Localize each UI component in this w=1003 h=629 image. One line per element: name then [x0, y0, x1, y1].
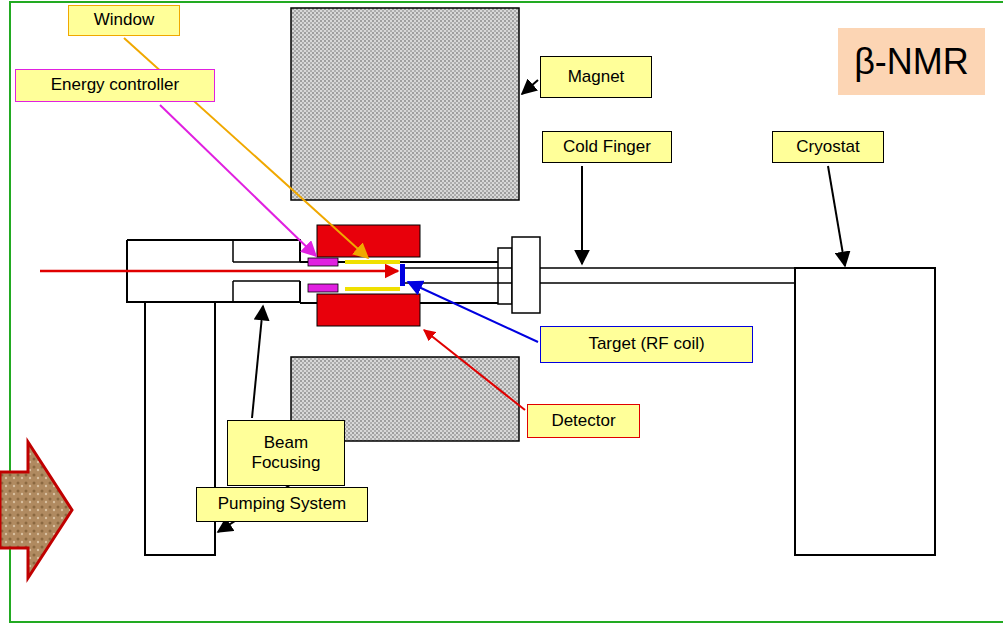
leader-line: [160, 105, 316, 256]
window-foil: [345, 287, 400, 291]
leader-line: [522, 80, 538, 94]
label-box: Energy controller: [15, 69, 215, 102]
label-text: Magnet: [568, 67, 625, 87]
leader-line: [828, 166, 845, 266]
label-text: Detector: [551, 411, 615, 431]
label-box: Cold Finger: [542, 131, 672, 163]
nav-arrow: [0, 442, 72, 578]
title-box: β-NMR: [838, 28, 985, 95]
energy-electrode: [308, 258, 338, 266]
energy-electrode: [308, 284, 338, 292]
label-text: Pumping System: [218, 494, 347, 514]
leader-line: [424, 330, 525, 410]
label-text: Window: [94, 10, 154, 30]
label-text: Cryostat: [796, 137, 859, 157]
label-box: Window: [68, 5, 180, 36]
leader-line: [581, 166, 583, 264]
flange: [512, 237, 540, 313]
window-foil: [345, 260, 400, 264]
label-box: Detector: [527, 404, 640, 438]
label-text: Target (RF coil): [588, 334, 704, 354]
label-box: Cryostat: [772, 131, 884, 163]
frame: [10, 2, 1003, 622]
label-box: Beam Focusing: [227, 420, 345, 486]
cold-finger-rod: [405, 268, 795, 283]
label-text: Energy controller: [51, 75, 180, 95]
detector-upper: [317, 225, 420, 257]
label-box: Magnet: [540, 56, 652, 98]
detector-lower: [317, 294, 420, 326]
label-text: Beam Focusing: [241, 433, 331, 474]
leader-line: [252, 306, 263, 418]
flange-inner: [498, 248, 512, 304]
magnet-upper: [291, 8, 519, 200]
label-box: Pumping System: [196, 487, 368, 522]
beam-arrow: [40, 270, 398, 273]
label-box: Target (RF coil): [540, 326, 753, 363]
label-text: Cold Finger: [563, 137, 651, 157]
target: [400, 264, 405, 286]
cryostat-body: [795, 268, 935, 555]
